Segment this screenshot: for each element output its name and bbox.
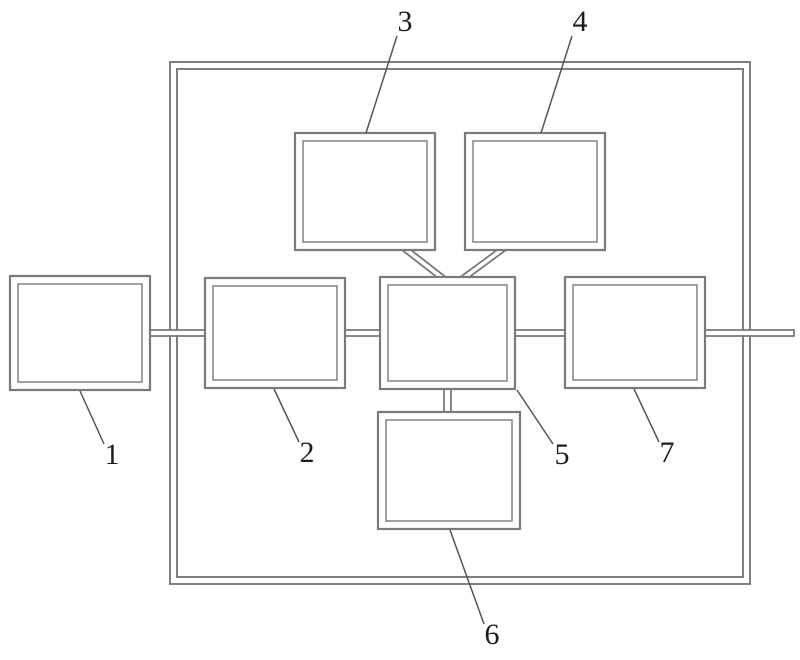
connector-4-5 [458, 249, 507, 279]
callout-label-2: 2 [300, 436, 315, 469]
callout-leader-6 [449, 529, 485, 625]
system-boundary-outer-line [169, 61, 751, 585]
callout-leader-5 [516, 389, 554, 445]
callout-leader-1 [79, 390, 105, 445]
callout-label-3: 3 [398, 5, 413, 38]
component-box-1-inner [17, 283, 143, 383]
component-box-1 [8, 274, 152, 392]
connector-3-5-line-a [401, 249, 439, 279]
component-box-2-inner [212, 285, 338, 381]
component-box-3-inner [302, 140, 428, 243]
system-boundary [169, 61, 751, 585]
component-box-6-inner [385, 419, 513, 522]
component-box-7-outer [563, 275, 707, 390]
component-box-3 [293, 131, 437, 252]
component-box-5-outer [378, 275, 517, 391]
component-box-3-outer [293, 131, 437, 252]
callout-label-4: 4 [573, 5, 588, 38]
component-box-2-outer [203, 276, 347, 390]
component-box-7 [563, 275, 707, 390]
connector-5-6 [443, 388, 452, 413]
component-box-4-outer [463, 131, 607, 252]
component-box-5-inner [387, 284, 508, 382]
system-boundary-inner-line [176, 68, 744, 578]
connector-4-5-line-b [467, 249, 507, 279]
component-box-5 [378, 275, 517, 391]
component-box-4-inner [472, 140, 598, 243]
component-box-6-outer [376, 410, 522, 531]
callout-leader-4 [540, 35, 573, 134]
callout-label-5: 5 [555, 438, 570, 471]
callout-leader-2 [273, 388, 300, 443]
component-box-2 [203, 276, 347, 390]
callout-label-1: 1 [105, 438, 120, 471]
callout-leader-3 [365, 35, 398, 134]
connector-3-5-line-b [410, 249, 448, 279]
callout-leader-7 [633, 388, 660, 443]
component-box-4 [463, 131, 607, 252]
callout-label-6: 6 [485, 618, 500, 651]
component-box-1-outer [8, 274, 152, 392]
component-box-6 [376, 410, 522, 531]
connector-4-5-line-a [458, 249, 498, 279]
connector-3-5 [401, 249, 448, 279]
component-box-7-inner [572, 284, 698, 381]
callout-label-7: 7 [660, 436, 675, 469]
